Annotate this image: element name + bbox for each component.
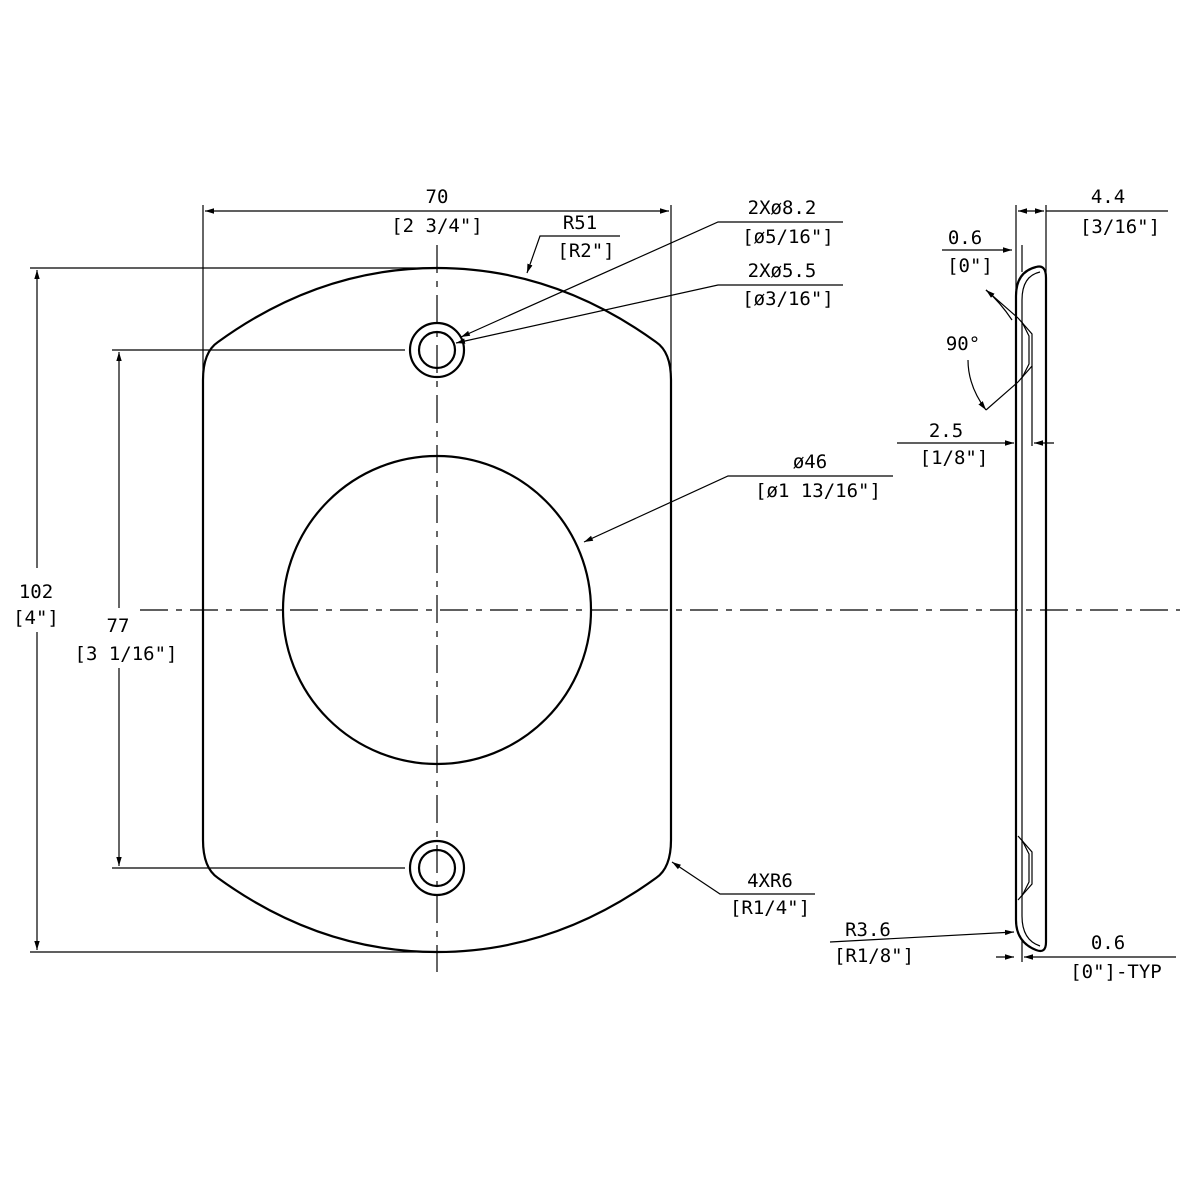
hole-inner-leader [455, 284, 843, 344]
corner-radius-value: 4XR6 [747, 870, 793, 892]
countersink-depth-inch: [1/8"] [920, 447, 989, 469]
thickness-typ-value: 0.6 [1091, 932, 1125, 954]
spacing-inch: [3 1/16"] [75, 643, 178, 665]
side-profile-outer [1014, 265, 1048, 953]
bottom-countersink [1017, 835, 1033, 901]
top-radius-value: R51 [563, 212, 597, 234]
hole-outer-leader [460, 221, 843, 338]
top-hole-inner [417, 330, 457, 370]
bottom-hole-outer [408, 839, 466, 897]
depth-inch: [3/16"] [1080, 216, 1160, 238]
hole-inner-inch: [ø3/16"] [742, 288, 834, 310]
center-hole [281, 454, 593, 766]
hole-outer-inch: [ø5/16"] [742, 226, 834, 248]
angle-extension-upper [985, 289, 1019, 319]
hole-outer-value: 2Xø8.2 [748, 197, 817, 219]
top-countersink-inner [1021, 321, 1030, 379]
bend-radius-inch: [R1/8"] [834, 945, 914, 967]
center-hole-inch: [ø1 13/16"] [755, 480, 881, 502]
thickness-top-value: 0.6 [948, 227, 982, 249]
center-hole-leader [583, 475, 893, 543]
width-inch: [2 3/4"] [391, 215, 483, 237]
top-radius-inch: [R2"] [557, 240, 614, 262]
angle-arc-lower [967, 359, 987, 411]
height-value: 102 [19, 581, 53, 603]
bottom-countersink-inner [1021, 839, 1030, 897]
plate-outline [201, 266, 673, 954]
bend-radius-value: R3.6 [845, 919, 891, 941]
corner-radius-leader [671, 861, 815, 895]
height-inch: [4"] [13, 607, 59, 629]
bend-radius-leader [829, 929, 1015, 943]
center-hole-value: ø46 [793, 451, 827, 473]
thickness-typ-inch: [0"]-TYP [1070, 961, 1162, 983]
angle-extension-lower [985, 381, 1019, 411]
thickness-top-inch: [0"] [947, 255, 993, 277]
top-hole-outer [408, 321, 466, 379]
corner-radius-inch: [R1/4"] [730, 897, 810, 919]
top-countersink [1017, 317, 1033, 383]
front-view: 70 [2 3/4"] R51 [R2"] 2Xø8.2 [ø5/16"] 2X… [13, 186, 1180, 972]
angle-value: 90° [946, 333, 980, 355]
hole-inner-value: 2Xø5.5 [748, 260, 817, 282]
width-value: 70 [426, 186, 449, 208]
top-radius-leader [526, 235, 620, 274]
spacing-value: 77 [107, 615, 130, 637]
bottom-hole-inner [417, 848, 457, 888]
side-view: 4.4 [3/16"] 0.6 [0"] 90° 2.5 [1/8"] R3.6… [829, 186, 1176, 983]
depth-value: 4.4 [1091, 186, 1125, 208]
angle-arc-upper [985, 289, 1013, 321]
countersink-depth-value: 2.5 [929, 420, 963, 442]
side-profile-inner [1021, 271, 1041, 947]
